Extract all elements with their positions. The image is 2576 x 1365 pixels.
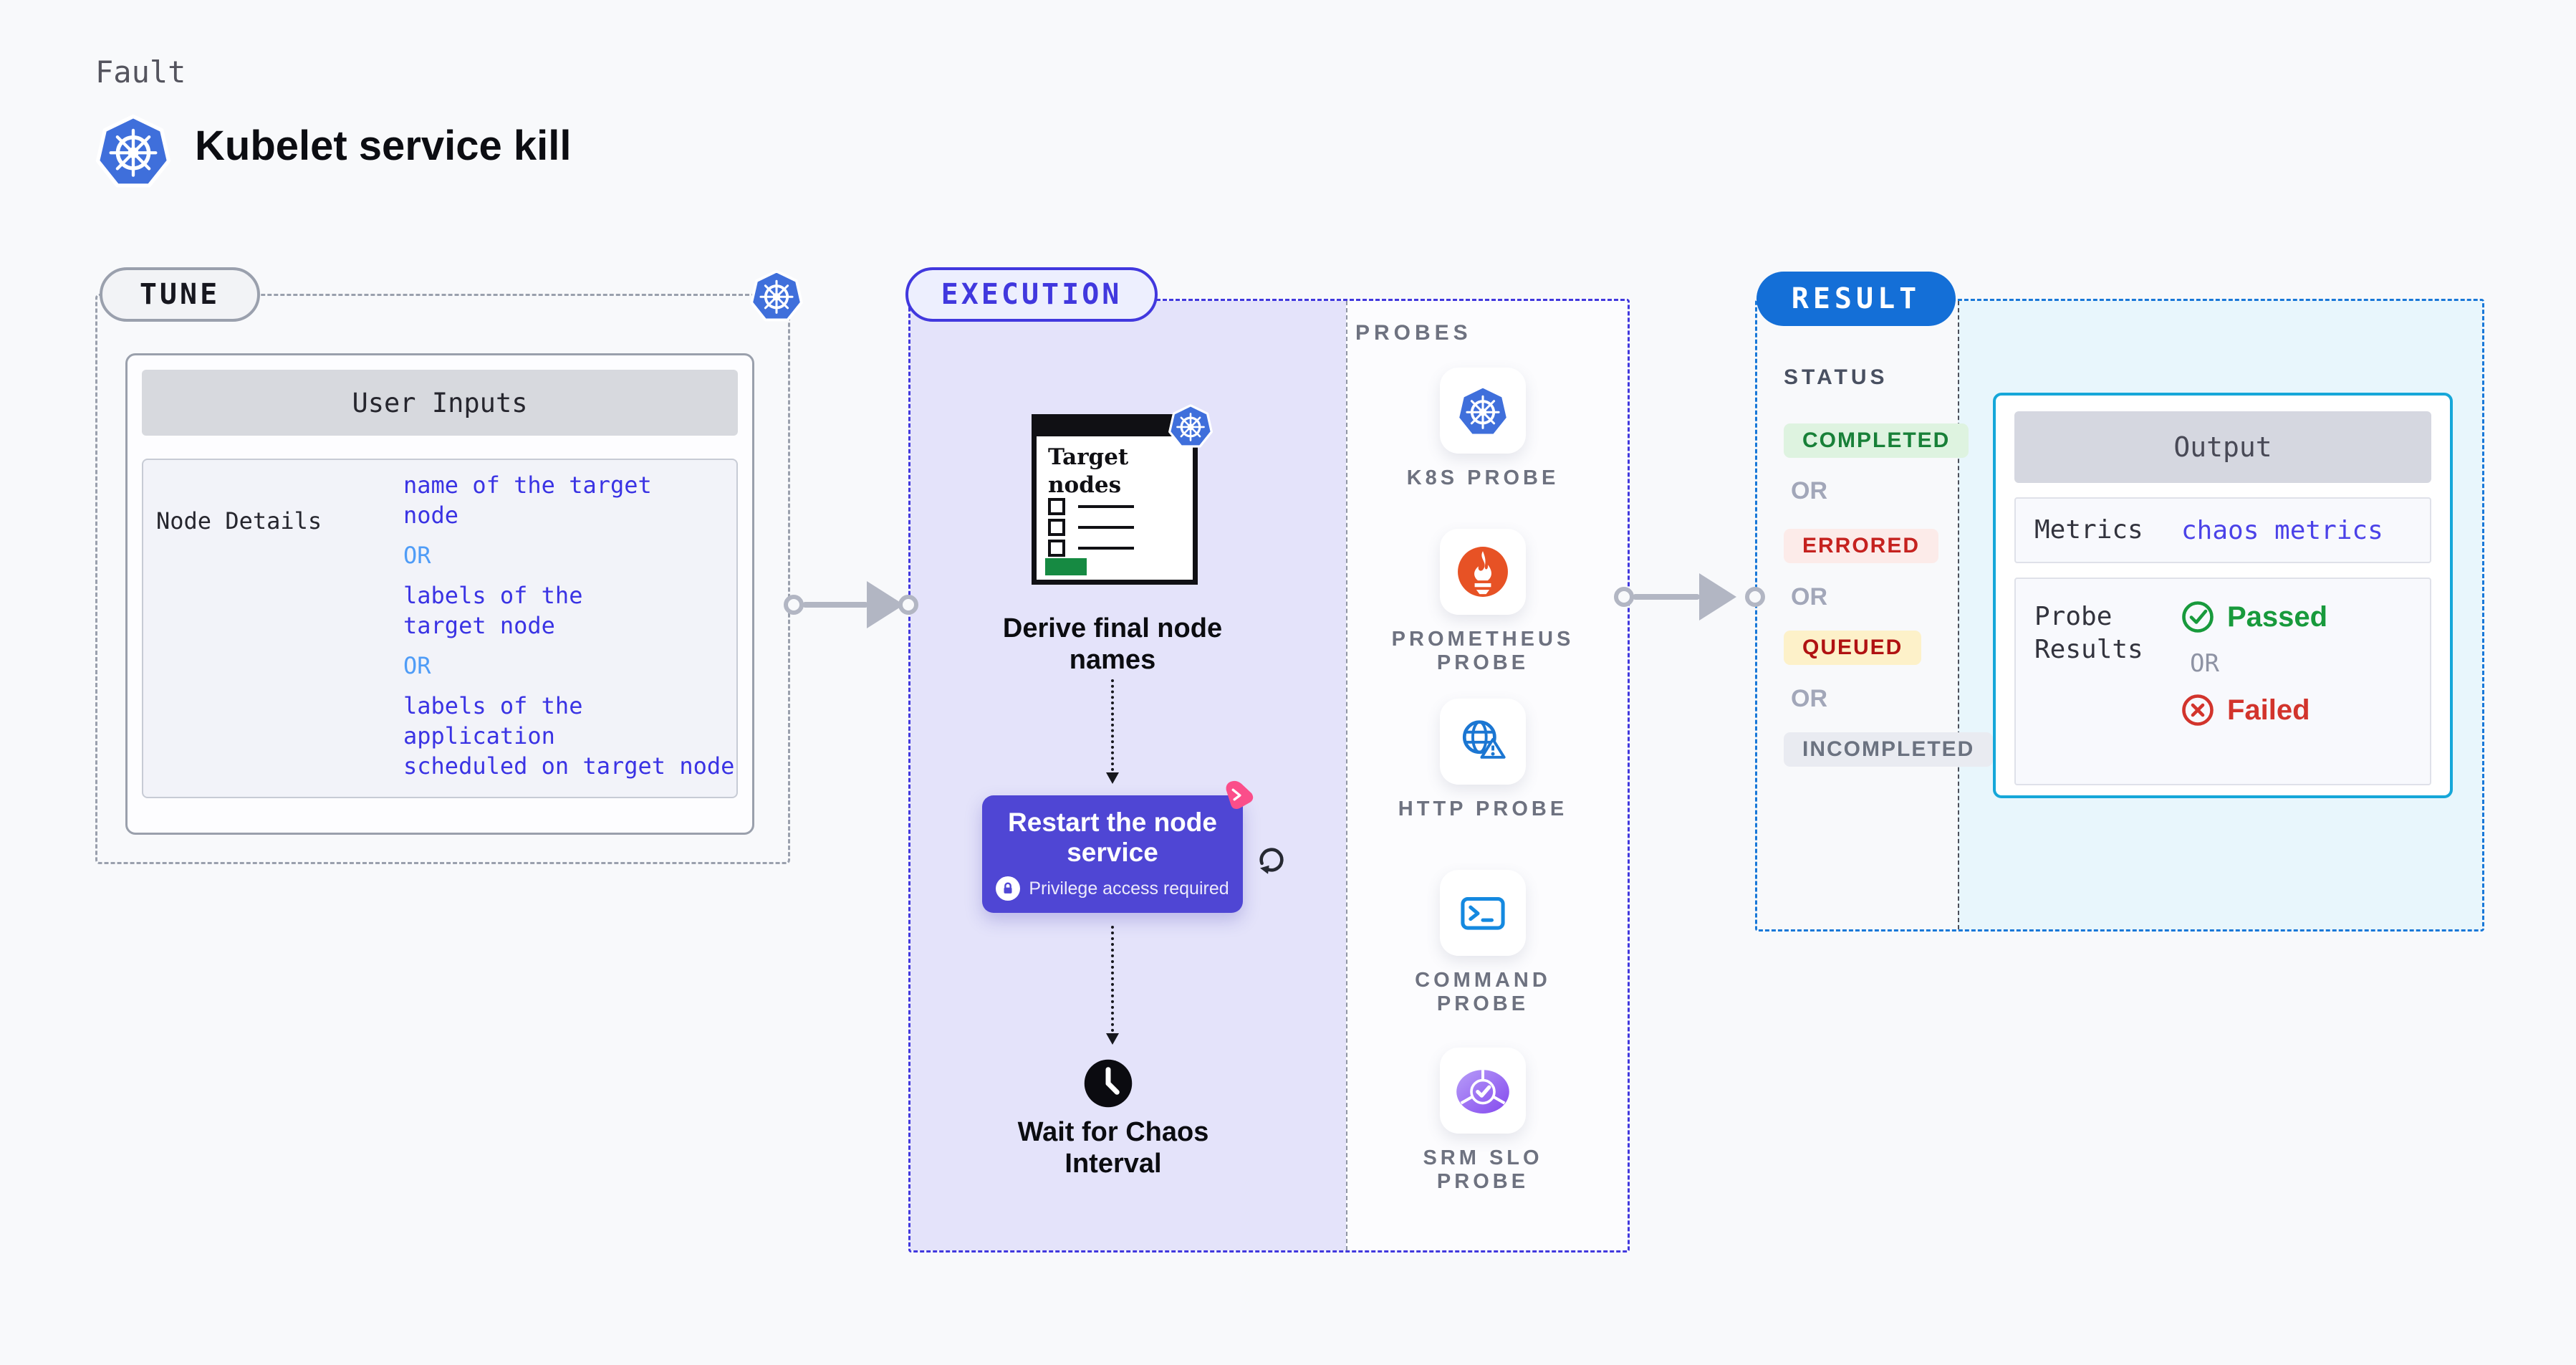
- lock-icon: [996, 876, 1021, 901]
- refresh-icon: [1259, 848, 1284, 874]
- progress-bar: [1045, 558, 1087, 575]
- connector-ring: [1614, 587, 1634, 607]
- document-title: Target nodes: [1048, 444, 1129, 498]
- status-badge-incompleted: INCOMPLETED: [1784, 732, 1994, 767]
- input-row-label: Node Details: [156, 507, 322, 535]
- passed-text: Passed: [2227, 600, 2328, 633]
- flow-arrowhead: [867, 581, 904, 628]
- flow-arrow: [802, 602, 868, 608]
- fault-eyebrow: Fault: [95, 54, 186, 90]
- output-row-probe-results: Probe Results Passed OR Failed: [2014, 578, 2431, 785]
- privilege-note: Privilege access required: [996, 876, 1229, 901]
- probe-label: PROMETHEUS PROBE: [1391, 628, 1575, 674]
- flow-dotted-arrowhead: [1106, 772, 1119, 784]
- x-circle-icon: [2182, 694, 2214, 726]
- input-option: labels of the target node: [403, 582, 583, 639]
- probe-label: K8S PROBE: [1406, 466, 1559, 489]
- probe-label: COMMAND PROBE: [1415, 969, 1551, 1015]
- metrics-label: Metrics: [2034, 515, 2143, 545]
- probe-card-srm-slo: [1440, 1048, 1526, 1134]
- result-badge: RESULT: [1756, 272, 1956, 326]
- tune-badge: TUNE: [100, 267, 260, 322]
- output-table: Output Metrics chaos metrics Probe Resul…: [1993, 393, 2453, 798]
- clock-icon: [1084, 1059, 1133, 1108]
- user-inputs-body: Node Details name of the target node OR …: [142, 459, 738, 798]
- input-option: name of the target node: [403, 471, 652, 529]
- target-nodes-document-icon: Target nodes: [1032, 414, 1198, 585]
- or-separator: OR: [1791, 583, 1827, 610]
- kubernetes-icon: [1456, 385, 1509, 437]
- probe-results-values: Passed OR Failed: [2181, 600, 2327, 727]
- probe-result-failed: Failed: [2181, 694, 2327, 727]
- privilege-note-text: Privilege access required: [1029, 878, 1229, 899]
- restart-node-service-step: Restart the node service Privilege acces…: [982, 795, 1243, 913]
- or-separator: OR: [2190, 649, 2219, 678]
- check-circle-icon: [2182, 601, 2214, 633]
- step-wait-label: Wait for Chaos Interval: [1017, 1117, 1209, 1179]
- checkbox-row: [1048, 519, 1134, 536]
- status-label: STATUS: [1784, 365, 1888, 389]
- step-restart-label: Restart the node service: [1008, 808, 1217, 867]
- probe-card-k8s: [1440, 368, 1526, 454]
- or-separator: OR: [403, 652, 431, 679]
- input-option: labels of the application scheduled on t…: [403, 692, 735, 780]
- probe-results-label: Probe Results: [2034, 602, 2143, 664]
- or-separator: OR: [1791, 477, 1827, 504]
- kubernetes-icon: [95, 112, 172, 189]
- connector-ring: [1745, 587, 1765, 607]
- kubernetes-icon: [750, 269, 803, 322]
- checkbox-row: [1048, 498, 1134, 515]
- user-inputs-header: User Inputs: [142, 370, 738, 436]
- probes-panel-label: PROBES: [1355, 321, 1472, 345]
- chaos-litmus-icon: [1226, 780, 1254, 810]
- flow-arrowhead: [1699, 573, 1736, 621]
- output-row-metrics: Metrics chaos metrics: [2014, 497, 2431, 563]
- probe-card-prometheus: [1440, 529, 1526, 615]
- probe-card-command: [1440, 870, 1526, 956]
- connector-ring: [784, 595, 804, 615]
- status-badge-errored: ERRORED: [1784, 529, 1939, 563]
- failed-text: Failed: [2227, 694, 2310, 726]
- flow-dotted-line: [1111, 926, 1114, 1032]
- document-titlebar: [1037, 419, 1193, 436]
- terminal-icon: [1455, 885, 1511, 941]
- slo-donut-icon: [1454, 1062, 1512, 1119]
- execution-badge: EXECUTION: [905, 267, 1158, 322]
- step-derive-label: Derive final node names: [1002, 613, 1223, 675]
- probe-result-passed: Passed: [2181, 600, 2327, 633]
- user-inputs-table: User Inputs Node Details name of the tar…: [125, 353, 754, 835]
- tune-section: [95, 294, 790, 864]
- flow-arrow: [1633, 594, 1700, 600]
- metrics-value: chaos metrics: [2181, 515, 2383, 545]
- status-badge-queued: QUEUED: [1784, 631, 1922, 665]
- probe-label: HTTP PROBE: [1398, 798, 1568, 820]
- checkbox-row: [1048, 540, 1134, 557]
- or-separator: OR: [1791, 685, 1827, 712]
- flow-dotted-line: [1111, 679, 1114, 771]
- output-header: Output: [2014, 411, 2431, 483]
- globe-alert-icon: [1455, 714, 1511, 770]
- kubernetes-icon: [1168, 404, 1213, 448]
- probe-label: SRM SLO PROBE: [1423, 1146, 1543, 1193]
- flow-dotted-arrowhead: [1106, 1033, 1119, 1045]
- prometheus-icon: [1458, 547, 1508, 597]
- status-badge-completed: COMPLETED: [1784, 423, 1969, 458]
- input-options: name of the target node OR labels of the…: [403, 470, 747, 781]
- or-separator: OR: [403, 542, 431, 569]
- connector-ring: [898, 595, 918, 615]
- page-title: Kubelet service kill: [195, 123, 572, 169]
- probe-card-http: [1440, 699, 1526, 785]
